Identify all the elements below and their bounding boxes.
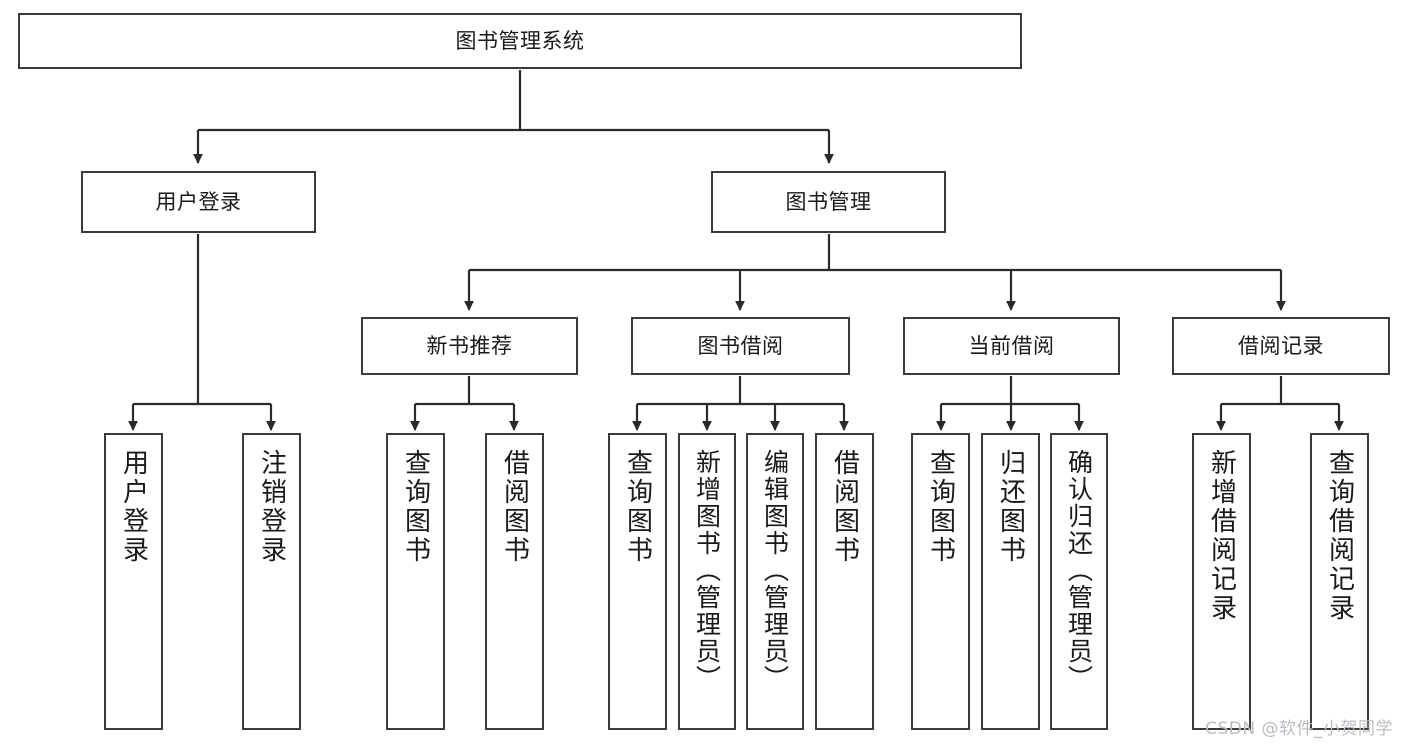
node-root[interactable]: 图书管理系统	[18, 13, 1022, 69]
leaf-add-record[interactable]: 新增借阅记录	[1192, 433, 1251, 730]
leaf-confirm-return[interactable]: 确认归还（管理员）	[1050, 433, 1108, 730]
leaf-edit-book[interactable]: 编辑图书（管理员）	[746, 433, 804, 730]
leaf-borrow-book-1-label: 借阅图书	[499, 449, 530, 565]
leaf-query-record-label: 查询借阅记录	[1324, 449, 1355, 623]
node-borrow-record-label: 借阅记录	[1238, 333, 1324, 358]
leaf-add-book-label: 新增图书（管理员）	[692, 449, 722, 692]
node-root-label: 图书管理系统	[455, 28, 585, 53]
node-current-borrow-label: 当前借阅	[968, 333, 1055, 358]
node-user-login[interactable]: 用户登录	[81, 171, 316, 233]
leaf-user-login-label: 用户登录	[118, 449, 149, 565]
leaf-query-book-3-label: 查询图书	[925, 449, 956, 565]
leaf-confirm-return-label: 确认归还（管理员）	[1064, 449, 1094, 692]
node-new-book-recommend[interactable]: 新书推荐	[361, 317, 578, 375]
node-book-borrow[interactable]: 图书借阅	[631, 317, 850, 375]
leaf-return-book[interactable]: 归还图书	[981, 433, 1040, 730]
leaf-query-book-2[interactable]: 查询图书	[608, 433, 667, 730]
leaf-add-record-label: 新增借阅记录	[1206, 449, 1237, 623]
leaf-query-book-2-label: 查询图书	[622, 449, 653, 565]
leaf-query-record[interactable]: 查询借阅记录	[1310, 433, 1369, 730]
leaf-borrow-book-2-label: 借阅图书	[829, 449, 860, 565]
node-book-management[interactable]: 图书管理	[711, 171, 946, 233]
leaf-borrow-book-1[interactable]: 借阅图书	[485, 433, 544, 730]
leaf-borrow-book-2[interactable]: 借阅图书	[815, 433, 874, 730]
node-user-login-label: 用户登录	[155, 189, 242, 214]
node-borrow-record[interactable]: 借阅记录	[1172, 317, 1390, 375]
leaf-add-book[interactable]: 新增图书（管理员）	[678, 433, 736, 730]
leaf-query-book-3[interactable]: 查询图书	[911, 433, 970, 730]
leaf-query-book-1[interactable]: 查询图书	[386, 433, 445, 730]
node-book-borrow-label: 图书借阅	[697, 333, 784, 358]
csdn-watermark: CSDN @软件_小贺同学	[1205, 719, 1393, 739]
leaf-edit-book-label: 编辑图书（管理员）	[760, 449, 790, 692]
leaf-query-book-1-label: 查询图书	[400, 449, 431, 565]
leaf-logout-login[interactable]: 注销登录	[242, 433, 301, 730]
node-new-book-recommend-label: 新书推荐	[426, 333, 513, 358]
leaf-logout-login-label: 注销登录	[256, 449, 287, 565]
leaf-user-login[interactable]: 用户登录	[104, 433, 163, 730]
node-current-borrow[interactable]: 当前借阅	[903, 317, 1120, 375]
leaf-return-book-label: 归还图书	[995, 449, 1026, 565]
node-book-management-label: 图书管理	[785, 189, 872, 214]
